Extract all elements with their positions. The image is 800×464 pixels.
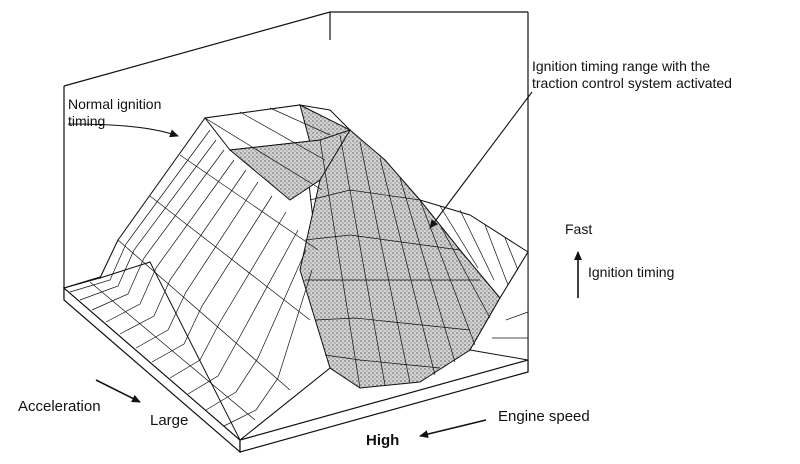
tcs-range-label: Ignition timing range with the traction … bbox=[532, 58, 732, 91]
right-shoulder-surface bbox=[418, 199, 529, 361]
fast-label: Fast bbox=[565, 221, 593, 237]
acceleration-arrow bbox=[95, 379, 141, 403]
high-label: High bbox=[366, 432, 400, 449]
ignition-timing-label: Ignition timing bbox=[588, 264, 675, 280]
direction-arrows bbox=[95, 251, 582, 439]
large-label: Large bbox=[150, 412, 189, 429]
surface-grid bbox=[63, 107, 529, 441]
tcs-range-surface bbox=[228, 104, 501, 389]
leader-lines bbox=[67, 91, 533, 229]
acceleration-label: Acceleration bbox=[18, 398, 101, 415]
base-plate bbox=[63, 286, 529, 454]
normal-timing-label: Normal ignition timing bbox=[68, 96, 162, 129]
engine-speed-label: Engine speed bbox=[498, 408, 590, 425]
engine-speed-arrow bbox=[419, 419, 487, 439]
